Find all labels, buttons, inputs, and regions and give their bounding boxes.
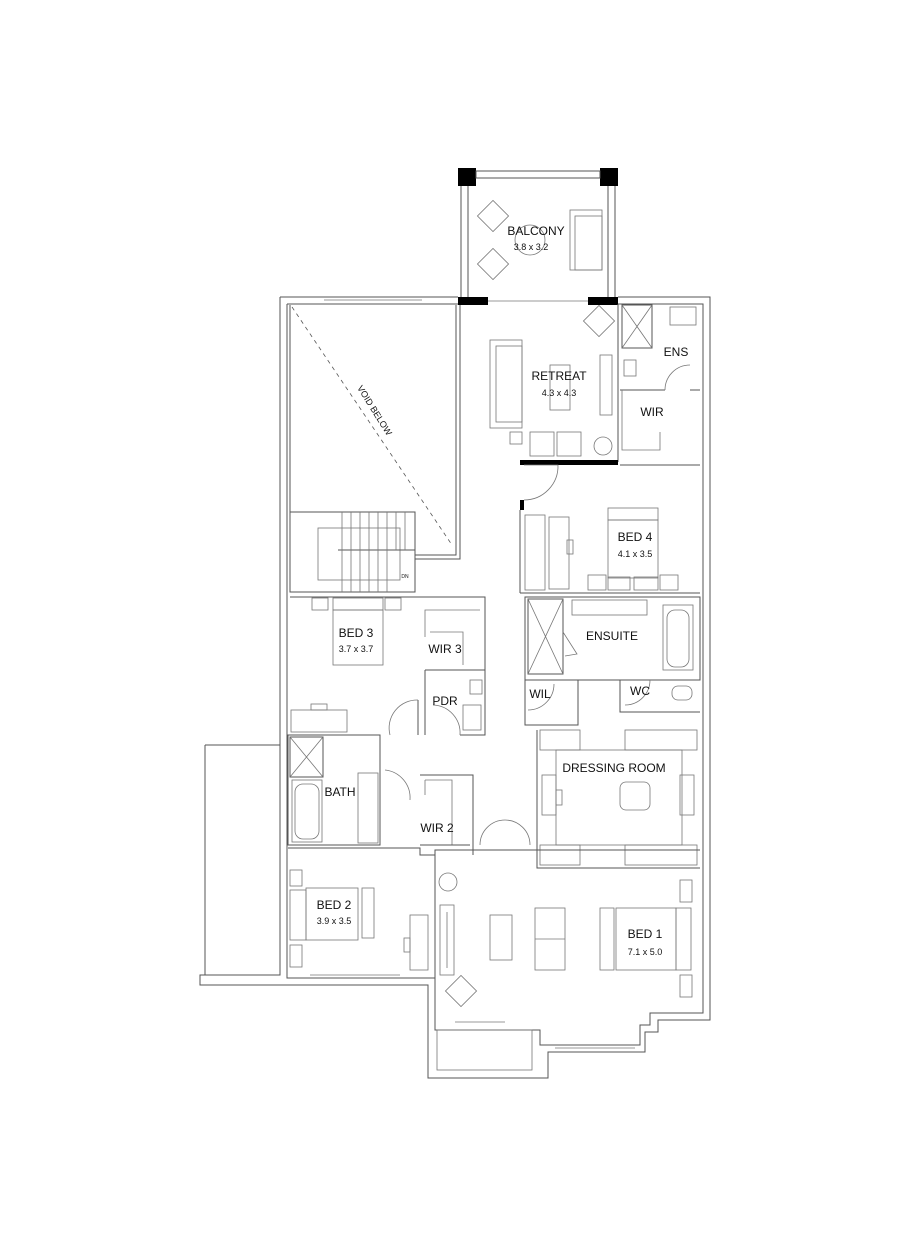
ensuite: ENSUITE WIL WC <box>524 596 701 726</box>
room-size: 3.9 x 3.5 <box>317 916 352 926</box>
balcony: BALCONY 3.8 x 3.2 <box>458 168 618 298</box>
room-label: BALCONY <box>507 224 564 238</box>
room-label: BED 4 <box>618 530 653 544</box>
bath: BATH <box>287 734 411 846</box>
room-label: WIR 3 <box>428 642 462 656</box>
dressing-room: DRESSING ROOM <box>536 729 700 869</box>
armchair <box>476 247 510 281</box>
void-area: VOID BELOW <box>289 305 461 590</box>
room-label: BED 2 <box>317 898 352 912</box>
outer-walls <box>199 296 711 1079</box>
bed-2: BED 2 3.9 x 3.5 <box>288 847 436 978</box>
staircase: DN <box>289 511 416 593</box>
room-label: BATH <box>324 785 355 799</box>
room-label: ENSUITE <box>586 629 638 643</box>
room-size: 4.3 x 4.3 <box>542 388 577 398</box>
column <box>458 168 476 186</box>
room-size: 4.1 x 3.5 <box>618 549 653 559</box>
cabinet <box>599 354 613 416</box>
wir-2: WIR 2 <box>420 774 531 855</box>
room-size: 3.7 x 3.7 <box>339 644 374 654</box>
table <box>549 364 571 411</box>
stair-label: DN <box>401 574 409 580</box>
room-label: WC <box>630 684 650 698</box>
room-label: WIR <box>640 405 664 419</box>
bed-3: BED 3 3.7 x 3.7 WIR 3 PDR <box>290 596 486 736</box>
room-label: DRESSING ROOM <box>562 761 665 775</box>
bed-1: BED 1 7.1 x 5.0 <box>434 849 700 1071</box>
room-label: WIL <box>529 687 551 701</box>
table <box>514 224 546 256</box>
room-label: BED 1 <box>628 927 663 941</box>
bed <box>607 519 659 579</box>
room-label: ENS <box>664 345 689 359</box>
retreat: RETREAT 4.3 x 4.3 <box>489 304 619 510</box>
room-size: 3.8 x 3.2 <box>514 242 549 252</box>
bed <box>305 887 359 941</box>
room-size: 7.1 x 5.0 <box>628 947 663 957</box>
bed <box>332 609 384 666</box>
column <box>600 168 618 186</box>
armchair <box>476 199 510 233</box>
room-label: WIR 2 <box>420 821 454 835</box>
bed-4: BED 4 4.1 x 3.5 <box>519 507 700 594</box>
ensuite-retreat: ENS WIR <box>620 304 700 466</box>
room-label: RETREAT <box>531 369 587 383</box>
room-label: PDR <box>432 694 458 708</box>
sofa <box>489 339 523 429</box>
room-label: BED 3 <box>339 626 374 640</box>
